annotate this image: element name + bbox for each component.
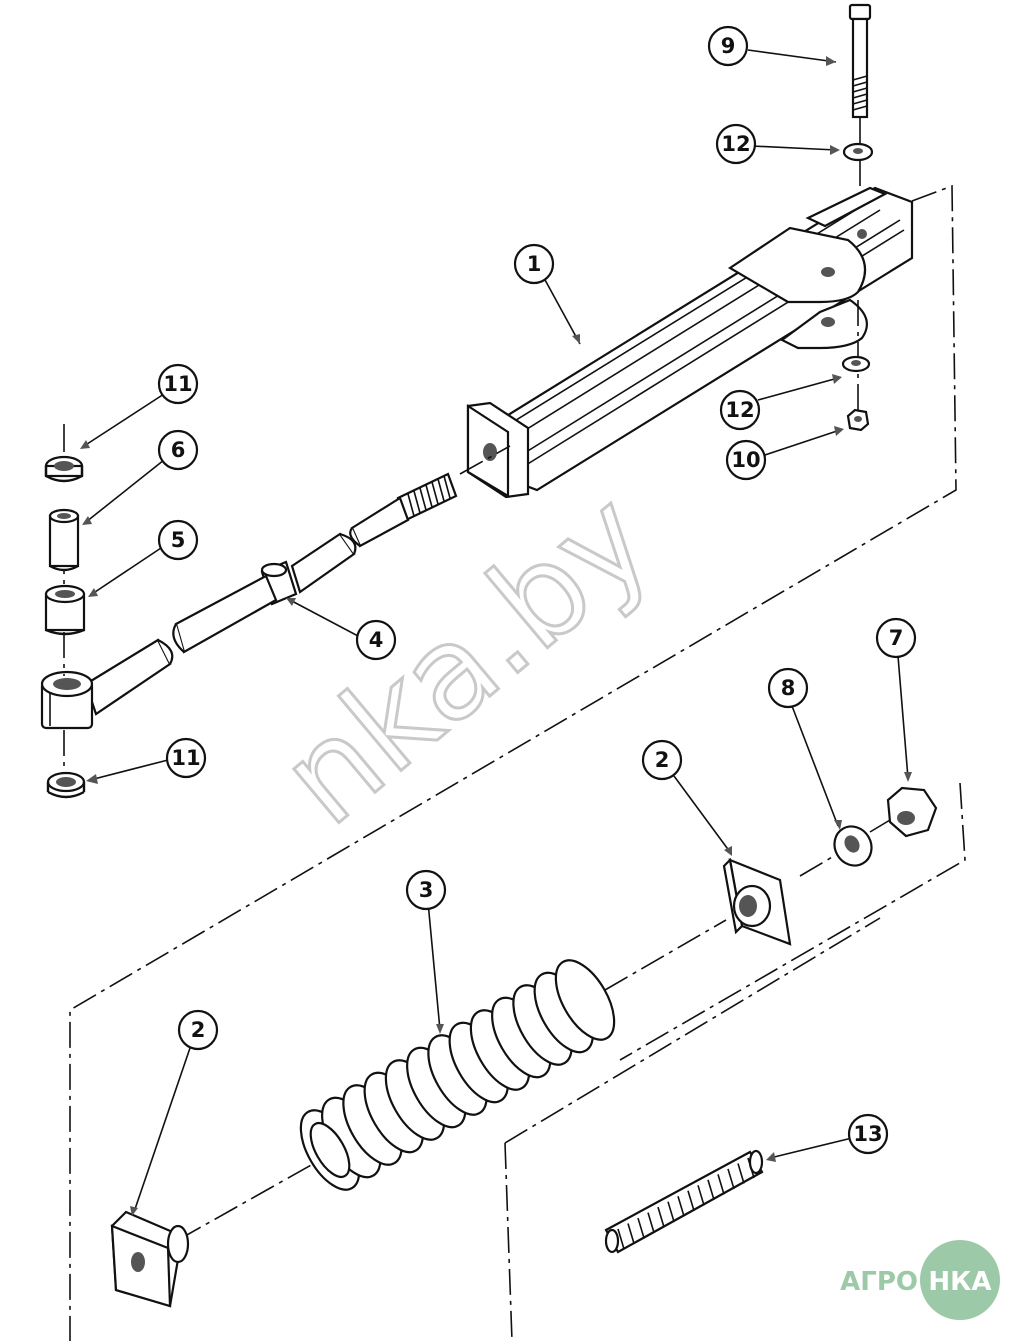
callout-12-upper: 12 (715, 123, 757, 165)
seal-part-11-lower (46, 771, 86, 799)
stud-thread-mark (647, 1212, 655, 1233)
stud-thread-mark (627, 1223, 635, 1244)
callout-12-upper-label: 12 (721, 132, 750, 156)
callout-10-label: 10 (731, 448, 760, 472)
threaded-stud-part-13 (604, 1149, 764, 1254)
agronka-logo: АГРО НКА (840, 1240, 1000, 1320)
logo-suffix-text: НКА (928, 1267, 991, 1297)
callout-3-label: 3 (419, 878, 434, 902)
spring-seat-part-2-lower (110, 1210, 190, 1308)
washer-axis-line (799, 855, 835, 877)
callout-1-label: 1 (527, 252, 542, 276)
spring-part-3 (299, 959, 616, 1191)
callout-11-upper: 11 (157, 363, 199, 405)
stud-thread-mark (697, 1185, 705, 1206)
assembly-boundary (69, 184, 966, 1341)
stud-thread-mark (687, 1190, 695, 1211)
bushing-part-6 (48, 508, 80, 572)
spring-axis-line-upper (604, 919, 727, 991)
callout-9: 9 (707, 25, 749, 67)
callout-3: 3 (405, 869, 447, 911)
callout-8-label: 8 (781, 676, 796, 700)
rod-axis-line (459, 445, 511, 475)
bushing-part-5 (44, 584, 86, 636)
callout-2-lower: 2 (177, 1009, 219, 1051)
leader-arrowheads (80, 56, 912, 1216)
seal-part-11-upper (44, 455, 84, 483)
callout-1: 1 (513, 243, 555, 285)
logo-circle (920, 1240, 1000, 1320)
stud-thread-mark (737, 1163, 745, 1184)
callout-2-upper-label: 2 (655, 748, 670, 772)
stud-thread-mark (617, 1228, 625, 1250)
stud-thread-mark (727, 1168, 735, 1190)
nut-axis-line (869, 819, 891, 833)
stud-thread-mark (677, 1196, 685, 1217)
tension-tube-part-1 (466, 186, 914, 499)
callout-11-lower: 11 (165, 737, 207, 779)
callout-2-upper: 2 (641, 739, 683, 781)
spring-seat-part-2-upper (722, 857, 792, 946)
callout-8: 8 (767, 667, 809, 709)
spring-end-opening (309, 1121, 351, 1179)
stud-thread-mark (637, 1217, 645, 1239)
stud-thread-mark (667, 1201, 675, 1222)
leader-lines (83, 49, 909, 1213)
callout-11-lower-label: 11 (171, 746, 200, 770)
watermark-text: nka.by (254, 464, 679, 854)
callout-13-label: 13 (853, 1122, 882, 1146)
nut-part-7 (886, 786, 938, 838)
callout-7-label: 7 (889, 626, 904, 650)
callout-4: 4 (355, 619, 397, 661)
bolt-part-9 (848, 3, 872, 119)
callout-12-lower: 12 (719, 389, 761, 431)
stud-thread-mark (747, 1157, 755, 1179)
washer-part-8 (833, 825, 873, 867)
spring-axis-line-lower (177, 1159, 321, 1241)
callout-13: 13 (847, 1113, 889, 1155)
stud-thread-mark (717, 1174, 725, 1195)
logo-prefix-text: АГРО (840, 1267, 918, 1297)
washer-part-12-upper (842, 142, 874, 162)
threaded-rod-part-4 (40, 472, 458, 730)
washer-part-12-lower (841, 355, 871, 373)
callout-7: 7 (875, 617, 917, 659)
nut-part-10 (846, 408, 870, 432)
callout-11-upper-label: 11 (163, 372, 192, 396)
stud-thread-mark (657, 1206, 665, 1228)
stud-thread-mark (707, 1179, 715, 1201)
callout-12-lower-label: 12 (725, 398, 754, 422)
callout-5-label: 5 (171, 528, 186, 552)
spring-coil (554, 959, 616, 1041)
callout-6-label: 6 (171, 438, 186, 462)
callout-4-label: 4 (369, 628, 384, 652)
callout-6: 6 (157, 429, 199, 471)
callout-9-label: 9 (721, 34, 736, 58)
callout-5: 5 (157, 519, 199, 561)
callout-10: 10 (725, 439, 767, 481)
callout-2-lower-label: 2 (191, 1018, 206, 1042)
